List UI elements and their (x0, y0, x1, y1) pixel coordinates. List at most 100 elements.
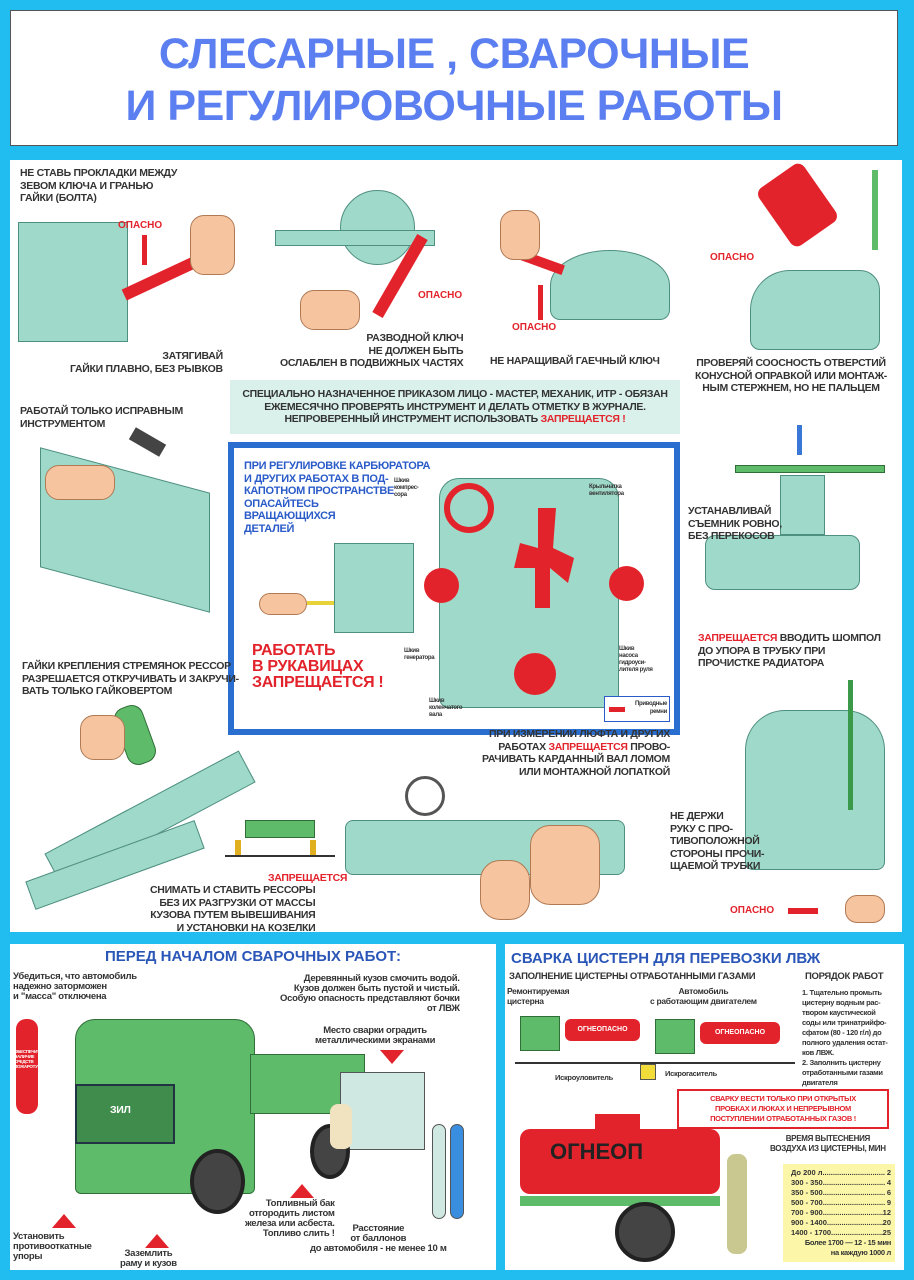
label-crankshaft-pulley: Шкив коленчатого вала (429, 698, 463, 718)
crankshaft-pulley-icon (514, 653, 556, 695)
tank-hatch (595, 1114, 640, 1132)
notice-last-line: НЕПРОВЕРЕННЫЙ ИНСТРУМЕНТ ИСПОЛЬЗОВАТЬ (284, 413, 539, 425)
hand-illustration (480, 860, 530, 920)
hand-illustration (300, 290, 360, 330)
hand-illustration (845, 895, 885, 923)
truck-on-stands-icon (245, 820, 315, 838)
hand-illustration (190, 215, 235, 275)
dot-leader: .............................. (822, 1198, 886, 1207)
backlash-forbidden: ЗАПРЕЩАЕТСЯ (548, 740, 628, 753)
spring-nuts-text: ГАЙКИ КРЕПЛЕНИЯ СТРЕМЯНОК РЕССОР РАЗРЕША… (22, 660, 239, 697)
running-truck-text: Автомобиль с работающим двигателем (650, 986, 757, 1006)
locksmith-panel: НЕ СТАВЬ ПРОКЛАДКИ МЕЖДУ ЗЕВОМ КЛЮЧА И Г… (10, 160, 902, 934)
gas-cylinder-icon (450, 1124, 464, 1219)
ground-line (225, 855, 335, 857)
time-volume: До 200 л (791, 1168, 823, 1177)
hand-illustration (259, 593, 307, 615)
time-row: До 200 л..............................2 (791, 1168, 891, 1178)
body-text: Деревянный кузов смочить водой. Кузов до… (280, 973, 460, 1014)
engine-caution-text: ПРИ РЕГУЛИРОВКЕ КАРБЮРАТОРА И ДРУГИХ РАБ… (244, 460, 431, 535)
ramrod-icon (848, 680, 853, 810)
arrow-down-icon (142, 235, 147, 265)
time-row: 500 - 700..............................9 (791, 1198, 891, 1208)
time-title: ВРЕМЯ ВЫТЕСНЕНИЯ ВОЗДУХА ИЗ ЦИСТЕРНЫ, МИ… (770, 1134, 886, 1153)
danger-label-1: ОПАСНО (118, 220, 163, 231)
alert-text: СВАРКУ ВЕСТИ ТОЛЬКО ПРИ ОТКРЫТЫХ ПРОБКАХ… (710, 1094, 856, 1123)
time-minutes: 20 (882, 1218, 891, 1227)
danger-label-5: ОПАСНО (730, 905, 775, 916)
metal-screen (340, 1072, 425, 1150)
title-box: СЛЕСАРНЫЕ , СВАРОЧНЫЕ И РЕГУЛИРОВОЧНЫЕ Р… (10, 10, 898, 146)
belts-legend: Приводные ремни (604, 696, 670, 722)
time-row: 900 - 1400..............................… (791, 1218, 891, 1228)
carburetor-illustration (334, 543, 414, 633)
hand-illustration (500, 210, 540, 260)
gasket-warning-text: НЕ СТАВЬ ПРОКЛАДКИ МЕЖДУ ЗЕВОМ КЛЮЧА И Г… (20, 167, 178, 204)
title-line-2: И РЕГУЛИРОВОЧНЫЕ РАБОТЫ (125, 82, 783, 130)
spark-box-icon (640, 1064, 656, 1080)
arrow-left-icon (609, 707, 625, 712)
clutch-illustration (550, 250, 670, 320)
tank-large-label: ОГНЕОП (550, 1139, 644, 1164)
dot-leader: .............................. (826, 1218, 883, 1227)
tighten-text: ЗАТЯГИВАЙ ГАЙКИ ПЛАВНО, БЕЗ РЫВКОВ (70, 350, 223, 375)
adjustable-wrench-text: РАЗВОДНОЙ КЛЮЧ НЕ ДОЛЖЕН БЫТЬ ОСЛАБЛЕН В… (280, 332, 464, 369)
pointer-icon (290, 1184, 314, 1198)
injured-hand-icon (754, 160, 841, 250)
fuel-text: Топливный бак отгородить листом железа и… (245, 1198, 335, 1239)
compressor-pulley-icon (444, 483, 494, 533)
engine-block-illustration (18, 222, 128, 342)
fire-extinguisher-icon (16, 1019, 38, 1114)
pipe-illustration (705, 535, 860, 590)
puller-text: УСТАНАВЛИВАЙ СЪЕМНИК РОВНО, БЕЗ ПЕРЕКОСО… (688, 505, 782, 542)
backlash-wrap: ПРИ ИЗМЕРЕНИИ ЛЮФТА И ДРУГИХ РАБОТАХ ЗАП… (460, 728, 670, 778)
danger-label-2: ОПАСНО (418, 290, 463, 301)
page-title: СЛЕСАРНЫЕ , СВАРОЧНЫЕ И РЕГУЛИРОВОЧНЫЕ Р… (11, 28, 897, 132)
ramrod-wrap: ЗАПРЕЩАЕТСЯ ВВОДИТЬ ШОМПОЛ ДО УПОРА В ТР… (698, 632, 898, 670)
dot-leader: .............................. (822, 1188, 886, 1197)
welding-panel: ПЕРЕД НАЧАЛОМ СВАРОЧНЫХ РАБОТ: Убедиться… (10, 944, 496, 1270)
label-fan: Крыльчатка вентилятора (589, 484, 624, 497)
time-minutes: 6 (886, 1188, 891, 1197)
tank-2: ОГНЕОПАСНО (700, 1022, 780, 1044)
times-more: Более 1700 — 12 - 15 мин на каждую 1000 … (804, 1238, 891, 1257)
time-volume: 300 - 350 (791, 1178, 823, 1187)
hand-illustration (80, 715, 125, 760)
puller-illustration (780, 475, 825, 535)
ramrod-text: ВВОДИТЬ ШОМПОЛ ДО УПОРА В ТРУБКУ ПРИ ПРО… (698, 632, 881, 669)
gear-illustration (340, 190, 415, 265)
tank-large: ОГНЕОП (520, 1129, 720, 1194)
order-steps: 1. Тщательно промыть цистерну водным рас… (802, 988, 888, 1087)
time-row: 1400 - 1700.............................… (791, 1228, 891, 1238)
hand-warning-text: НЕ ДЕРЖИ РУКУ С ПРО- ТИВОПОЛОЖНОЙ СТОРОН… (670, 810, 765, 872)
screwdriver-icon (307, 601, 334, 605)
truck-grille (75, 1084, 175, 1144)
generator-pulley-icon (424, 568, 459, 603)
label-compressor-pulley: Шкив компрес- сора (394, 478, 419, 498)
dot-leader: .............................. (822, 1208, 883, 1217)
arrow-right-icon (788, 908, 818, 914)
danger-label-4: ОПАСНО (710, 252, 755, 263)
brake-text: Убедиться, что автомобиль надежно заторм… (13, 971, 137, 1002)
chocks-text: Установить противооткатные упоры (13, 1231, 92, 1262)
time-volume: 900 - 1400 (791, 1218, 827, 1227)
notice-text: СПЕЦИАЛЬНО НАЗНАЧЕННОЕ ПРИКАЗОМ ЛИЦО - М… (242, 388, 668, 413)
pointer-icon (145, 1234, 169, 1248)
screens-text: Место сварки оградить металлическими экр… (315, 1025, 436, 1046)
shaft-illustration (275, 230, 435, 246)
tank-truck-2 (655, 1019, 695, 1054)
title-line-1: СЛЕСАРНЫЕ , СВАРОЧНЫЕ (158, 30, 750, 78)
ground-line (515, 1062, 795, 1064)
time-row: 350 - 500..............................6 (791, 1188, 891, 1198)
time-volume: 700 - 900 (791, 1208, 823, 1217)
puller-handle-icon (735, 465, 885, 473)
time-row: 300 - 350..............................4 (791, 1178, 891, 1188)
truck-badge: ЗИЛ (110, 1104, 131, 1116)
tank-1-label: ОГНЕОПАСНО (577, 1026, 628, 1033)
welder-figure (330, 1104, 352, 1149)
time-volume: 1400 - 1700 (791, 1228, 832, 1237)
backlash-text-1: ПРИ ИЗМЕРЕНИИ ЛЮФТА И ДРУГИХ РАБОТАХ (489, 728, 670, 753)
extinguisher-text: ОБЕСПЕЧИТЬ НАЛИЧИЕ СРЕДСТВ ПОЖАРОТУШЕНИЯ (14, 1049, 54, 1069)
label-pump-pulley: Шкив насоса гидроуси- лителя руля (619, 646, 653, 673)
tank-1: ОГНЕОПАСНО (565, 1019, 640, 1041)
